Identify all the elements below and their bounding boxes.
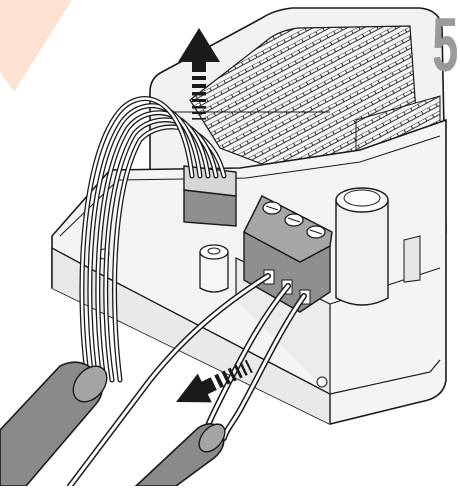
corner-accent — [0, 0, 72, 92]
multi-wire-cable-jacket — [0, 360, 114, 486]
two-wire-cable-jacket — [136, 419, 230, 486]
push-button — [336, 188, 388, 305]
step-number: 5 — [432, 8, 458, 84]
screw-post — [200, 245, 228, 292]
